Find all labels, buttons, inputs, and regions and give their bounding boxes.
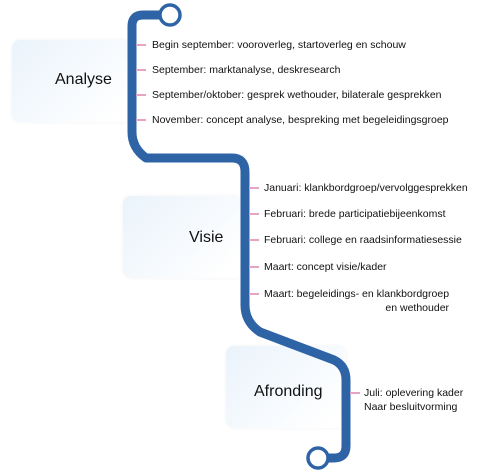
step-afronding-1-line2: Naar besluitvorming [364,401,458,413]
step-visie-4: Maart: concept visie/kader [264,261,387,273]
step-analyse-4: November: concept analyse, bespreking me… [152,114,449,126]
step-afronding-1: Juli: oplevering kader Naar besluitvormi… [364,386,463,414]
timeline-line [127,10,351,463]
start-node [158,3,182,27]
phase-label-analyse: Analyse [55,71,112,88]
phase-label-afronding: Afronding [254,383,323,400]
step-visie-3: Februari: college en raadsinformatiesess… [264,234,462,246]
step-visie-5-line2: en wethouder [385,302,450,314]
phase-label-visie: Visie [189,229,224,246]
step-analyse-2: September: marktanalyse, deskresearch [152,64,341,76]
step-analyse-3: September/oktober: gesprek wethouder, bi… [152,89,442,101]
step-visie-1: Januari: klankbordgroep/vervolggesprekke… [264,182,468,194]
phase-box-analyse [12,40,132,122]
end-node [306,446,330,470]
step-visie-5-line1: Maart: begeleidings- en klankbordgroep [264,288,450,300]
step-analyse-1: Begin september: vooroverleg, startoverl… [152,39,406,51]
phase-box-visie [123,196,243,278]
step-visie-5: Maart: begeleidings- en klankbordgroep e… [264,287,449,315]
step-afronding-1-line1: Juli: oplevering kader [364,387,464,399]
step-visie-2: Februari: brede participatiebijeenkomst [264,208,446,220]
